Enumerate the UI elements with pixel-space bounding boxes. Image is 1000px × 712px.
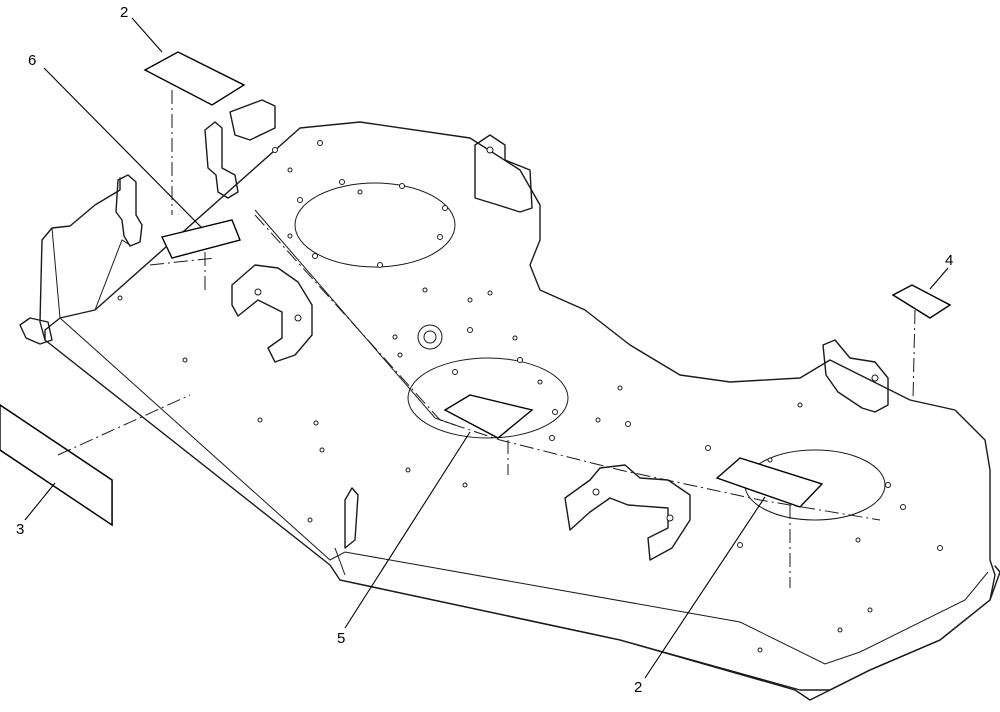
leader-lines — [24, 17, 949, 679]
placement-lines — [57, 90, 916, 588]
spindle-opening-center — [407, 357, 569, 439]
leader-6 — [43, 67, 203, 229]
leader-5 — [344, 431, 471, 629]
mounting-brackets — [19, 99, 889, 561]
callout-2-top: 2 — [120, 4, 128, 21]
decal-2-bottom — [715, 457, 824, 508]
decals — [0, 51, 952, 527]
decal-5 — [443, 394, 534, 439]
callouts: 2 6 4 3 5 2 — [16, 4, 953, 696]
callout-3: 3 — [16, 521, 24, 538]
callout-6: 6 — [28, 52, 36, 69]
decal-4 — [891, 284, 952, 319]
callout-4: 4 — [945, 252, 953, 269]
leader-2-bottom — [644, 496, 766, 679]
callout-2-bottom: 2 — [634, 679, 642, 696]
leader-2-top — [131, 17, 163, 53]
mower-deck — [39, 121, 1000, 701]
callout-5: 5 — [337, 630, 345, 647]
decal-2-top — [143, 51, 246, 106]
leader-3 — [24, 482, 56, 521]
spindle-openings — [294, 182, 886, 521]
leader-4 — [929, 267, 949, 290]
decal-6 — [160, 219, 241, 259]
center-boss — [417, 324, 443, 350]
spindle-opening-left — [294, 182, 456, 268]
deck-holes — [117, 140, 943, 653]
